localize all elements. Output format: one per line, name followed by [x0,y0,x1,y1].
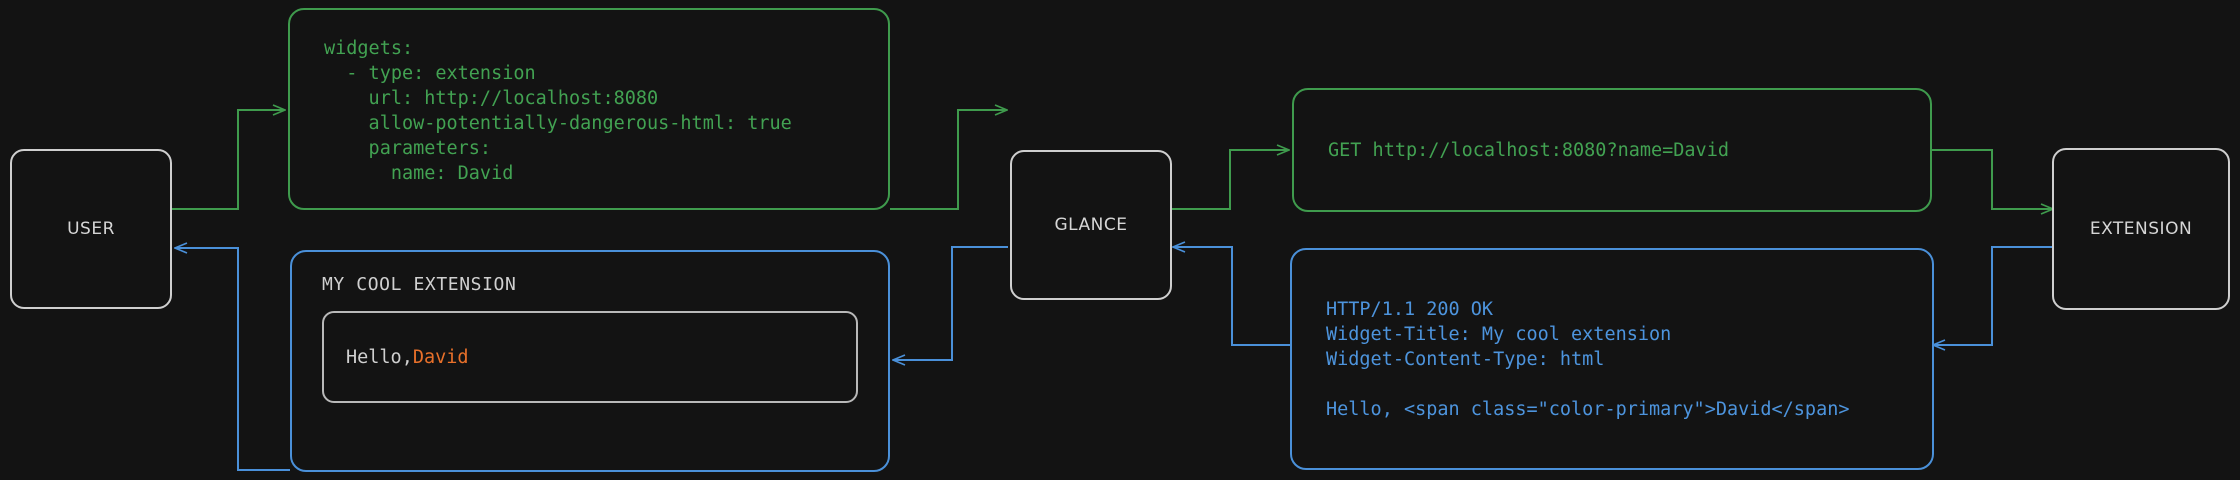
wire-config-to-glance [890,110,1006,210]
http-response-box: HTTP/1.1 200 OK Widget-Title: My cool ex… [1290,248,1934,470]
node-user-label: USER [67,219,115,239]
wire-response-to-glance [1174,247,1290,346]
node-glance[interactable]: GLANCE [1010,150,1172,300]
wire-user-to-config [172,110,284,210]
wire-glance-to-request [1172,150,1288,210]
node-user[interactable]: USER [10,149,172,309]
node-extension[interactable]: EXTENSION [2052,148,2230,310]
wire-extension-to-response [1934,246,2052,345]
rendered-widget-box: MY COOL EXTENSION Hello, David [290,250,890,472]
widget-title: MY COOL EXTENSION [322,274,517,295]
wire-request-to-extension [1932,149,2052,209]
widget-greeting-prefix: Hello, [346,346,413,368]
wire-widget-to-user [176,248,290,471]
node-extension-label: EXTENSION [2089,219,2193,239]
node-glance-label: GLANCE [1054,215,1128,235]
widget-body: Hello, David [322,311,858,403]
widget-greeting-name: David [412,346,469,368]
http-request-box: GET http://localhost:8080?name=David [1292,88,1932,212]
yaml-config-box: widgets: - type: extension url: http://l… [288,8,890,210]
wire-glance-to-widget [894,246,1008,360]
